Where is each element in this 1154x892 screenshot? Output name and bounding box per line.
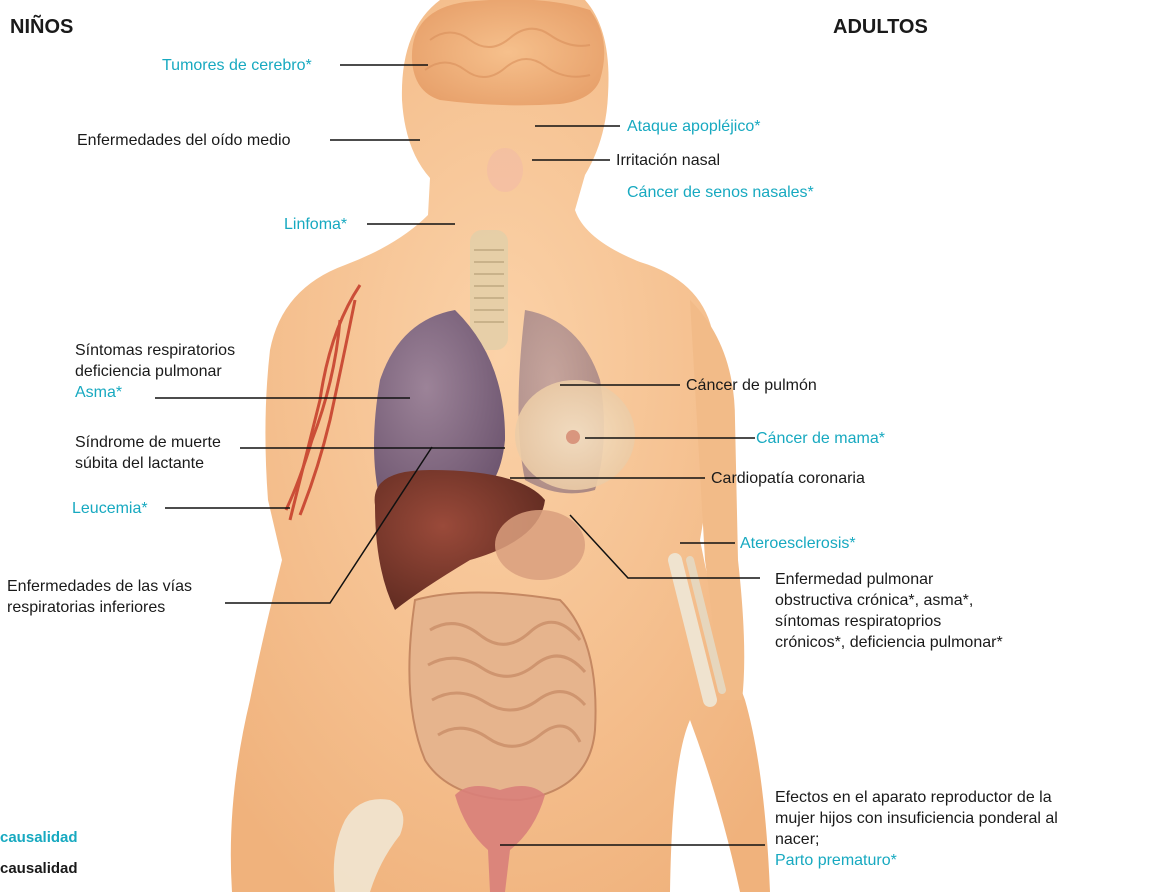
label-lower-resp: Enfermedades de las vías respiratorias i…	[7, 576, 192, 618]
label-copd: Enfermedad pulmonar obstructiva crónica*…	[775, 569, 1003, 653]
label-copd-line2: obstructiva crónica*, asma*,	[775, 590, 1003, 611]
stomach	[495, 510, 585, 580]
label-resp-symptoms-line2: deficiencia pulmonar	[75, 361, 235, 382]
label-copd-line1: Enfermedad pulmonar	[775, 569, 1003, 590]
label-leukemia: Leucemia*	[72, 498, 148, 519]
label-lymphoma: Linfoma*	[284, 214, 347, 235]
label-copd-line4: crónicos*, deficiencia pulmonar*	[775, 632, 1003, 653]
label-lower-resp-line2: respiratorias inferiores	[7, 597, 192, 618]
label-lung-cancer: Cáncer de pulmón	[686, 375, 817, 396]
legend-causal-cyan: causalidad	[0, 829, 78, 846]
label-copd-line3: síntomas respiratoprios	[775, 611, 1003, 632]
label-asthma: Asma*	[75, 382, 235, 403]
label-repro-line1: Efectos en el aparato reproductor de la	[775, 787, 1058, 808]
label-reproductive: Efectos en el aparato reproductor de la …	[775, 787, 1058, 871]
label-brain-tumors: Tumores de cerebro*	[162, 55, 312, 76]
label-resp-symptoms: Síntomas respiratorios deficiencia pulmo…	[75, 340, 235, 403]
label-atherosclerosis: Ateroesclerosis*	[740, 533, 856, 554]
trachea	[470, 230, 508, 350]
label-sids-line2: súbita del lactante	[75, 453, 221, 474]
label-repro-line3: nacer;	[775, 829, 1058, 850]
label-sids-line1: Síndrome de muerte	[75, 432, 221, 453]
label-lower-resp-line1: Enfermedades de las vías	[7, 576, 192, 597]
label-sids: Síndrome de muerte súbita del lactante	[75, 432, 221, 474]
children-header: NIÑOS	[10, 16, 73, 39]
label-middle-ear: Enfermedades del oído medio	[77, 130, 290, 151]
label-coronary: Cardiopatía coronaria	[711, 468, 865, 489]
label-repro-line2: mujer hijos con insuficiencia ponderal a…	[775, 808, 1058, 829]
label-stroke: Ataque apopléjico*	[627, 116, 760, 137]
label-preterm: Parto prematuro*	[775, 850, 1058, 871]
label-breast-cancer: Cáncer de mama*	[756, 428, 885, 449]
adults-header: ADULTOS	[833, 16, 928, 39]
label-sinus-cancer: Cáncer de senos nasales*	[627, 182, 814, 203]
label-resp-symptoms-line1: Síntomas respiratorios	[75, 340, 235, 361]
brain	[412, 0, 604, 105]
legend-causal-dark: causalidad	[0, 860, 78, 877]
label-nasal-irritation: Irritación nasal	[616, 150, 720, 171]
